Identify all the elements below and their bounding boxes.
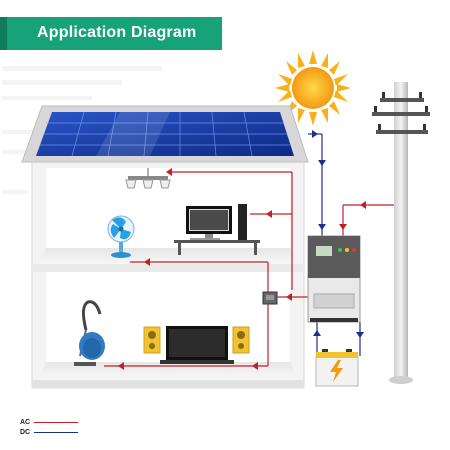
computer-icon	[174, 204, 260, 255]
battery-icon	[315, 349, 359, 387]
background-watermark	[2, 66, 162, 194]
fan-icon	[107, 215, 135, 258]
diagram-title: Application Diagram	[37, 24, 197, 41]
inverter-icon	[307, 235, 361, 323]
house	[31, 161, 305, 389]
solar-panel-icon	[21, 105, 309, 163]
speaker-icon-right	[232, 326, 250, 354]
legend: AC DC	[20, 418, 80, 438]
ceiling-lamp-icon	[125, 168, 171, 189]
vacuum-cleaner-icon	[74, 300, 105, 366]
legend-line-ac	[34, 422, 78, 423]
utility-pole-icon	[372, 82, 430, 384]
ac-arrows	[118, 168, 366, 370]
speaker-icon-left	[143, 326, 161, 354]
legend-label-ac: AC	[20, 419, 31, 426]
dc-wiring	[308, 133, 361, 356]
dc-arrows	[312, 130, 364, 338]
legend-line-dc	[34, 432, 78, 433]
banner-accent-strip	[0, 17, 7, 50]
legend-item-ac: AC	[20, 418, 80, 427]
legend-label-dc: DC	[20, 429, 31, 436]
tv-icon	[160, 326, 234, 364]
title-banner: Application Diagram	[0, 17, 222, 50]
legend-item-dc: DC	[20, 428, 80, 437]
distribution-box-icon	[262, 291, 278, 305]
